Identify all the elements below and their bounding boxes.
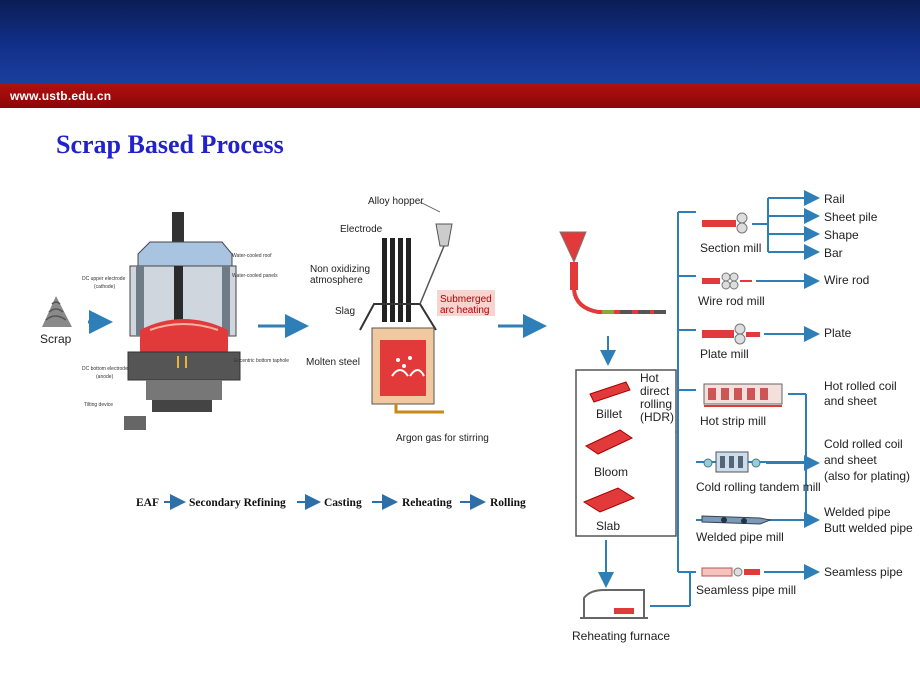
bloom-label: Bloom	[594, 465, 628, 479]
output-hot-rolled-2: and sheet	[824, 394, 877, 408]
hdr-label-4: (HDR)	[640, 410, 674, 424]
output-welded-1: Welded pipe	[824, 505, 891, 519]
slab-icon	[582, 487, 636, 513]
plate-mill-label: Plate mill	[700, 347, 749, 361]
welded-pipe-mill-icon	[701, 515, 772, 525]
billet-icon	[589, 381, 631, 403]
output-arrows	[756, 190, 820, 580]
flow-step-eaf: EAF	[136, 497, 159, 509]
eaf-bottom-electrode-label: DC bottom electrode	[82, 366, 128, 372]
eaf-tilting-label: Tilting device	[84, 402, 113, 408]
continuous-caster	[559, 231, 666, 314]
welded-pipe-mill-label: Welded pipe mill	[696, 530, 784, 544]
eaf-taphole-label: Eccentric bottom taphole	[234, 358, 289, 364]
eaf-cathode-label: (cathode)	[94, 284, 115, 290]
wire-rod-mill-label: Wire rod mill	[698, 294, 765, 308]
seamless-pipe-mill-icon	[701, 567, 760, 577]
output-rail: Rail	[824, 192, 845, 206]
hdr-label-2: direct	[640, 384, 670, 398]
output-shape: Shape	[824, 228, 859, 242]
slab-label: Slab	[596, 519, 620, 533]
slag-label: Slag	[335, 306, 355, 317]
output-bar: Bar	[824, 246, 843, 260]
plate-mill-icon	[702, 323, 760, 345]
flow-step-refining: Secondary Refining	[189, 497, 286, 509]
eaf-roof-label: Water-cooled roof	[232, 253, 272, 259]
reheating-furnace-label: Reheating furnace	[572, 629, 670, 643]
output-plate: Plate	[824, 326, 852, 340]
submerged-label-2: arc heating	[440, 305, 489, 316]
output-cold-3: (also for plating)	[824, 469, 910, 483]
argon-label: Argon gas for stirring	[396, 433, 489, 444]
hdr-label-1: Hot	[640, 371, 659, 385]
submerged-box	[437, 290, 495, 316]
atmosphere-label-2: atmosphere	[310, 275, 363, 286]
hot-strip-mill-icon	[703, 383, 783, 407]
cold-tandem-mill-icon	[703, 451, 761, 473]
url-bar	[0, 84, 920, 108]
electrode-label: Electrode	[340, 224, 383, 235]
eaf-furnace	[124, 212, 241, 430]
eaf-upper-electrode-label: DC upper electrode	[82, 276, 126, 282]
cold-tandem-mill-label: Cold rolling tandem mill	[696, 480, 821, 494]
scrap-label: Scrap	[40, 332, 72, 346]
alloy-hopper-label: Alloy hopper	[368, 196, 424, 207]
output-seamless: Seamless pipe	[824, 565, 903, 579]
flow-step-reheating: Reheating	[402, 497, 452, 509]
seamless-pipe-mill-label: Seamless pipe mill	[696, 583, 796, 597]
output-hot-rolled-1: Hot rolled coil	[824, 379, 897, 393]
section-mill-icon	[702, 212, 748, 234]
flow-step-casting: Casting	[324, 497, 362, 509]
output-cold-2: and sheet	[824, 453, 877, 467]
output-cold-1: Cold rolled coil	[824, 437, 903, 451]
header-bar	[0, 0, 920, 84]
molten-steel-label: Molten steel	[306, 357, 360, 368]
eaf-panels-label: Water-cooled panels	[232, 273, 278, 279]
output-wire-rod: Wire rod	[824, 273, 869, 287]
output-sheet-pile: Sheet pile	[824, 210, 878, 224]
reheating-furnace-icon	[580, 589, 648, 619]
atmosphere-label-1: Non oxidizing	[310, 264, 370, 275]
section-mill-label: Section mill	[700, 241, 761, 255]
bloom-icon	[584, 429, 634, 455]
output-welded-2: Butt welded pipe	[824, 521, 913, 535]
slide-title: Scrap Based Process	[56, 130, 284, 159]
hot-strip-mill-label: Hot strip mill	[700, 414, 766, 428]
site-url[interactable]: www.ustb.edu.cn	[10, 89, 112, 103]
ladle-furnace	[359, 223, 453, 414]
flow-step-rolling: Rolling	[490, 497, 526, 509]
hdr-label-3: rolling	[640, 397, 672, 411]
alloy-hopper-leader	[419, 201, 441, 213]
billet-label: Billet	[596, 407, 623, 421]
eaf-anode-label: (anode)	[96, 374, 114, 380]
wire-rod-mill-icon	[702, 272, 752, 290]
submerged-label-1: Submerged	[440, 294, 492, 305]
scrap-icon	[42, 296, 72, 327]
process-diagram: Scrap Water-cooled roof Water-cooled pan…	[0, 180, 920, 660]
